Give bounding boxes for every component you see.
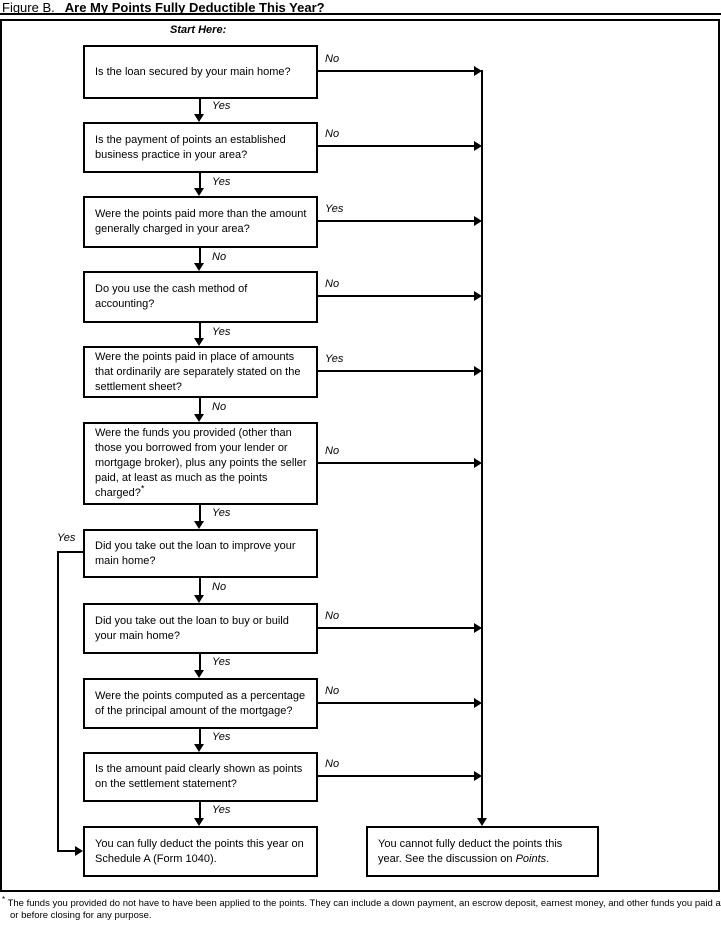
footnote-text: The funds you provided do not have to ha…	[7, 898, 721, 921]
question-text: Is the amount paid clearly shown as poin…	[95, 763, 303, 790]
connector-down-4	[199, 323, 201, 338]
outcome-box-fully-deductible: You can fully deduct the points this yea…	[83, 826, 318, 877]
arrow-down-icon	[194, 744, 204, 752]
connector-down-9	[199, 729, 201, 744]
connector-right-9	[318, 702, 474, 704]
start-here-label: Start Here:	[170, 24, 227, 36]
branch-label-yes: Yes	[212, 804, 231, 816]
arrow-right-icon	[474, 66, 482, 76]
question-box-percentage-of-principal: Were the points computed as a percentage…	[83, 678, 318, 729]
points-reference: Points	[515, 852, 547, 865]
branch-label-no: No	[212, 581, 227, 593]
outcome-text: You can fully deduct the points this yea…	[95, 837, 304, 865]
question-text: Is the payment of points an established …	[95, 133, 286, 161]
question-text: Do you use the cash method of accounting…	[95, 283, 248, 310]
figure-title: Are My Points Fully Deductible This Year…	[64, 0, 325, 15]
question-box-more-than-charged: Were the points paid more than the amoun…	[83, 196, 318, 248]
connector-right-1	[318, 70, 474, 72]
connector-right-8	[318, 627, 474, 629]
connector-down-3	[199, 248, 201, 263]
arrow-right-icon	[474, 771, 482, 781]
question-text: Were the points paid in place of amounts…	[95, 350, 301, 393]
branch-label-no: No	[325, 610, 340, 622]
arrow-right-icon	[474, 458, 482, 468]
arrow-down-icon	[194, 670, 204, 678]
branch-label-no: No	[325, 758, 340, 770]
arrow-right-icon	[474, 141, 482, 151]
connector-right-2	[318, 145, 474, 147]
branch-label-yes: Yes	[212, 176, 231, 188]
branch-label-no: No	[325, 128, 340, 140]
question-text: Were the points computed as a percentage…	[95, 689, 306, 717]
branch-label-yes: Yes	[57, 532, 76, 544]
branch-label-yes: Yes	[325, 353, 344, 365]
branch-label-no: No	[212, 401, 227, 413]
question-box-established-practice: Is the payment of points an established …	[83, 122, 318, 173]
connector-down-8	[199, 654, 201, 670]
branch-label-yes: Yes	[325, 203, 344, 215]
outcome-text: You cannot fully deduct the points this …	[378, 837, 563, 865]
connector-right-6	[318, 462, 474, 464]
connector-down-10	[199, 802, 201, 818]
arrow-right-icon	[474, 698, 482, 708]
branch-label-yes: Yes	[212, 731, 231, 743]
question-text: Were the points paid more than the amoun…	[95, 208, 307, 235]
arrow-down-icon	[194, 595, 204, 603]
footnote: * The funds you provided do not have to …	[2, 894, 721, 921]
branch-label-no: No	[325, 685, 340, 697]
question-box-cash-method: Do you use the cash method of accounting…	[83, 271, 318, 323]
connector-down-1	[199, 99, 201, 114]
left-branch-line	[57, 551, 59, 851]
arrow-down-icon	[194, 263, 204, 271]
connector-down-6	[199, 505, 201, 521]
question-text: Did you take out the loan to buy or buil…	[95, 614, 289, 642]
question-box-funds-provided: Were the funds you provided (other than …	[83, 422, 318, 505]
question-text: Did you take out the loan to improve you…	[95, 539, 296, 567]
arrow-down-icon	[477, 818, 487, 826]
question-box-clearly-shown: Is the amount paid clearly shown as poin…	[83, 752, 318, 802]
branch-label-no: No	[325, 53, 340, 65]
connector-down-2	[199, 173, 201, 188]
connector-right-4	[318, 295, 474, 297]
flowchart-frame	[0, 19, 720, 892]
page-title: Figure B. Are My Points Fully Deductible …	[2, 0, 325, 15]
question-box-loan-secured: Is the loan secured by your main home?	[83, 45, 318, 99]
branch-label-yes: Yes	[212, 326, 231, 338]
outcome-box-not-fully-deductible: You cannot fully deduct the points this …	[366, 826, 599, 877]
arrow-down-icon	[194, 188, 204, 196]
question-box-in-place-of-amounts: Were the points paid in place of amounts…	[83, 346, 318, 398]
branch-label-yes: Yes	[212, 656, 231, 668]
arrow-right-icon	[474, 216, 482, 226]
arrow-down-icon	[194, 414, 204, 422]
figure-label: Figure B.	[2, 0, 55, 15]
footnote-marker: *	[2, 894, 6, 904]
arrow-right-icon	[474, 291, 482, 301]
arrow-right-icon	[474, 623, 482, 633]
arrow-right-icon	[474, 366, 482, 376]
arrow-right-icon	[75, 846, 83, 856]
arrow-down-icon	[194, 521, 204, 529]
left-branch-line	[57, 551, 83, 553]
connector-right-5	[318, 370, 474, 372]
connector-down-5	[199, 398, 201, 414]
branch-label-yes: Yes	[212, 100, 231, 112]
arrow-down-icon	[194, 338, 204, 346]
right-rail-line	[481, 70, 483, 818]
question-text: Is the loan secured by your main home?	[95, 65, 291, 78]
arrow-down-icon	[194, 114, 204, 122]
connector-right-3	[318, 220, 474, 222]
connector-right-10	[318, 775, 474, 777]
connector-down-7	[199, 578, 201, 595]
branch-label-no: No	[212, 251, 227, 263]
title-rule	[0, 13, 721, 15]
branch-label-no: No	[325, 278, 340, 290]
arrow-down-icon	[194, 818, 204, 826]
left-branch-line	[57, 850, 75, 852]
question-box-improve-home: Did you take out the loan to improve you…	[83, 529, 318, 578]
branch-label-no: No	[325, 445, 340, 457]
branch-label-yes: Yes	[212, 507, 231, 519]
question-box-buy-or-build: Did you take out the loan to buy or buil…	[83, 603, 318, 654]
footnote-marker: *	[140, 483, 145, 494]
question-text: Were the funds you provided (other than …	[95, 427, 307, 499]
